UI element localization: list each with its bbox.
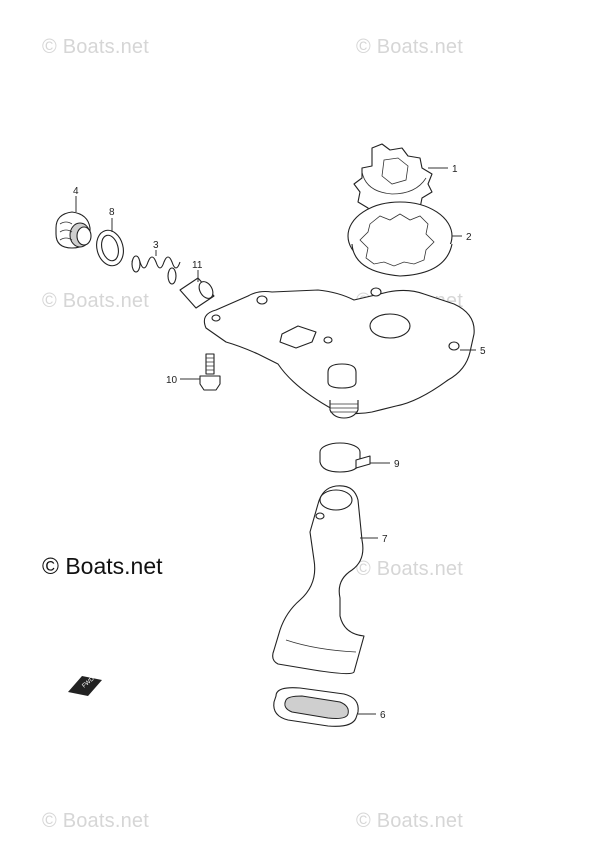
part-8-gasket[interactable] [93,227,127,269]
fwd-arrow-icon: FWD [68,676,102,696]
callout-5: 5 [480,346,486,357]
callout-4: 4 [73,186,79,197]
copyright-notice: © Boats.net [42,553,163,579]
callouts: 1 2 3 4 5 6 7 8 9 10 11 [73,164,486,721]
part-10-bolt[interactable] [199,353,221,391]
watermark-top-left: © Boats.net [42,36,149,58]
callout-7: 7 [382,534,388,545]
part-2-outer-rotor[interactable] [347,201,453,277]
part-3-spring[interactable] [131,255,181,285]
watermark-lower-right: © Boats.net [356,558,463,580]
callout-6: 6 [380,710,386,721]
callout-10: 10 [166,375,178,386]
callout-9: 9 [394,459,400,470]
part-6-screen[interactable] [273,687,359,727]
callout-3: 3 [153,240,159,251]
callout-8: 8 [109,207,115,218]
part-5-pump-cover[interactable] [203,287,475,419]
part-11-sleeve[interactable] [179,277,216,309]
callout-1: 1 [452,164,458,175]
callout-11: 11 [192,260,203,271]
callout-2: 2 [466,232,472,243]
watermark-top-right: © Boats.net [356,36,463,58]
part-7-strainer-tube[interactable] [272,485,365,675]
part-9-clamp[interactable] [319,442,371,473]
watermark-bottom-left: © Boats.net [42,810,149,832]
watermark-bottom-right: © Boats.net [356,810,463,832]
part-4-plug[interactable] [55,211,92,249]
watermark-mid-left: © Boats.net [42,290,149,312]
